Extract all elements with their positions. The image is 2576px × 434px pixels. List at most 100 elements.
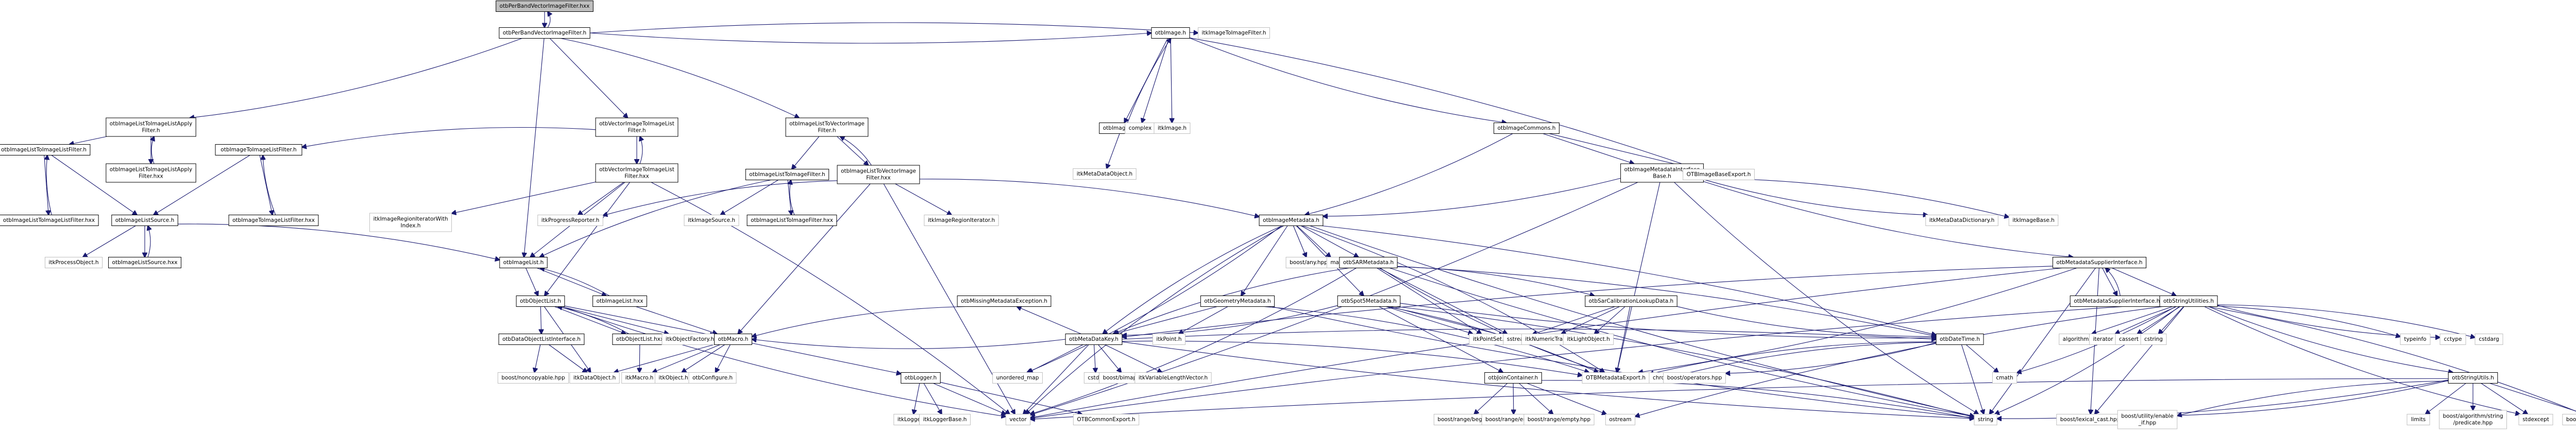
include-edge [1310, 225, 1974, 416]
node-otbimagetoimagelistfilter-h[interactable]: otbImageToImageListFilter.h [215, 144, 302, 155]
node-box [1198, 27, 1270, 39]
node-label: ostream [1609, 416, 1631, 423]
node-label: Filter.h [142, 128, 160, 134]
node-otbimagelisttoimagelistfilter-hxx[interactable]: otbImageListToImageListFilter.hxx [0, 215, 99, 226]
node-otbmissingmetadataexception-h[interactable]: otbMissingMetadataException.h [957, 296, 1052, 307]
include-edge [1023, 344, 1089, 414]
node-otbimagelist-h[interactable]: otbImageList.h [499, 257, 548, 268]
node-label: otbImageListSource.hxx [112, 259, 178, 266]
node-boost-algorithm-string-hpp: boost/algorithm/string.hpp [2562, 414, 2576, 425]
include-edge [614, 344, 715, 372]
node-box [714, 334, 752, 345]
node-otbmacro-h[interactable]: otbMacro.h [714, 334, 752, 345]
include-edge [1527, 383, 1606, 414]
node-otbperbandvectorimagefilter-hxx[interactable]: otbPerBandVectorImageFilter.hxx [496, 1, 594, 12]
node-label: otbImageMetadataInterface [1624, 167, 1700, 173]
node-otbimagecommons-h[interactable]: otbImageCommons.h [1494, 123, 1560, 134]
include-edge [837, 136, 869, 165]
include-edge [1030, 267, 2062, 418]
node-otbimagelisttoimagefilter-hxx[interactable]: otbImageListToImageFilter.hxx [747, 215, 837, 226]
include-edge [2095, 306, 2184, 414]
node-otbspot5metadata-h[interactable]: otbSpot5Metadata.h [1337, 296, 1401, 307]
node-otbobjectlist-h[interactable]: otbObjectList.h [516, 296, 565, 307]
node-otbstringutils-h[interactable]: otbStringUtils.h [2448, 372, 2498, 384]
node-label: _if.hpp [2138, 420, 2157, 426]
node-otbimagelist-hxx[interactable]: otbImageList.hxx [592, 296, 647, 307]
include-edge [1113, 267, 1349, 334]
node-otbsarmetadata-h[interactable]: otbSARMetadata.h [1339, 257, 1398, 268]
node-label: cstring [2144, 336, 2163, 342]
node-otbstringutilities-h[interactable]: otbStringUtilities.h [2159, 296, 2218, 307]
node-label: iterator [2093, 336, 2113, 342]
node-box [992, 372, 1043, 384]
node-itkimagetoimagefilter-h: itkImageToImageFilter.h [1198, 27, 1270, 39]
node-otbimagelistsource-hxx[interactable]: otbImageListSource.hxx [108, 257, 181, 268]
include-edge [259, 155, 273, 215]
include-edge [1649, 341, 1937, 374]
include-edge [540, 268, 610, 296]
node-otbimagelisttoimagelistfilter-h[interactable]: otbImageListToImageListFilter.h [0, 144, 91, 155]
node-box [919, 414, 971, 425]
node-box [1585, 296, 1677, 307]
include-edge [1519, 383, 1553, 414]
node-label: unordered_map [996, 375, 1039, 381]
node-itkmetadatadictionary-h: itkMetaDataDictionary.h [1925, 215, 1998, 226]
node-itkimagesource-h: itkImageSource.h [684, 215, 739, 226]
node-otbgeometrymetadata-h[interactable]: otbGeometryMetadata.h [1200, 296, 1275, 307]
include-edge [639, 344, 640, 373]
node-label: Base.h [1653, 173, 1671, 180]
node-label: cstdarg [2479, 336, 2499, 342]
node-algorithm: algorithm [2059, 334, 2093, 345]
include-edge [1189, 38, 1506, 123]
node-otbdatetime-h[interactable]: otbDateTime.h [1936, 334, 1984, 345]
node-otbimagelisttoimagefilter-h[interactable]: otbImageListToImageFilter.h [745, 169, 829, 180]
node-otblogger-h[interactable]: otbLogger.h [901, 372, 941, 384]
node-label: otbJoinContainer.h [1488, 375, 1538, 381]
node-otbcommonexport-h: OTBCommonExport.h [1073, 414, 1140, 425]
include-edge [2106, 268, 2121, 296]
node-otbjoincontainer-h[interactable]: otbJoinContainer.h [1484, 372, 1542, 384]
node-itkdataobject-h: itkDataObject.h [569, 372, 620, 384]
node-box [1974, 414, 1997, 425]
node-box [1523, 414, 1595, 425]
node-otbperbandvectorimagefilter-h[interactable]: otbPerBandVectorImageFilter.h [499, 27, 590, 39]
include-edge [636, 306, 717, 334]
node-otbimagelistsource-h[interactable]: otbImageListSource.h [111, 215, 178, 226]
node-otbimagemetadata-h[interactable]: otbImageMetadata.h [1259, 215, 1324, 226]
node-otbmetadatasupplierinterface-h[interactable]: otbMetadataSupplierInterface.h [2052, 257, 2147, 268]
include-edge [1675, 342, 1937, 376]
node-label: otbImageList.h [503, 259, 544, 266]
include-edge [1997, 379, 2449, 419]
node-label: otbSarCalibrationLookupData.h [1589, 298, 1673, 304]
include-edge [1122, 266, 2053, 337]
node-otbdataobjectlistinterface-h[interactable]: otbDataObjectListInterface.h [498, 334, 585, 345]
include-edge [1474, 383, 1508, 414]
node-otbsarcalibrationlookupdata-h[interactable]: otbSarCalibrationLookupData.h [1585, 296, 1677, 307]
include-edge [1397, 266, 1594, 296]
include-edge [682, 344, 725, 373]
node-otbobjectlist-hxx[interactable]: otbObjectList.hxx [612, 334, 668, 345]
node-label: Filter.h [628, 128, 646, 134]
include-edge [557, 307, 629, 334]
node-otbmetadatasupplierinterface-hxx[interactable]: otbMetadataSupplierInterface.hxx [2070, 296, 2171, 307]
node-box [1936, 334, 1984, 345]
node-label: otbLogger.h [905, 375, 937, 381]
node-label: otbImageListToImageListFilter.hxx [3, 217, 95, 223]
node-otbimage-h[interactable]: otbImage.h [1151, 27, 1190, 39]
node-otbmetadatakey-h[interactable]: otbMetaDataKey.h [1065, 334, 1123, 345]
node-box [595, 163, 679, 183]
node-otbimagetoimagelistfilter-hxx[interactable]: otbImageToImageListFilter.hxx [228, 215, 319, 226]
include-edge [1389, 267, 1974, 417]
include-edge [1386, 306, 1472, 334]
include-edge [549, 344, 587, 373]
include-edge [603, 180, 838, 216]
node-itkimageregioniterator-h: itkImageRegionIterator.h [924, 215, 999, 226]
node-label: itkPoint.h [1156, 336, 1181, 342]
node-label: otbImage.h [1155, 30, 1186, 36]
